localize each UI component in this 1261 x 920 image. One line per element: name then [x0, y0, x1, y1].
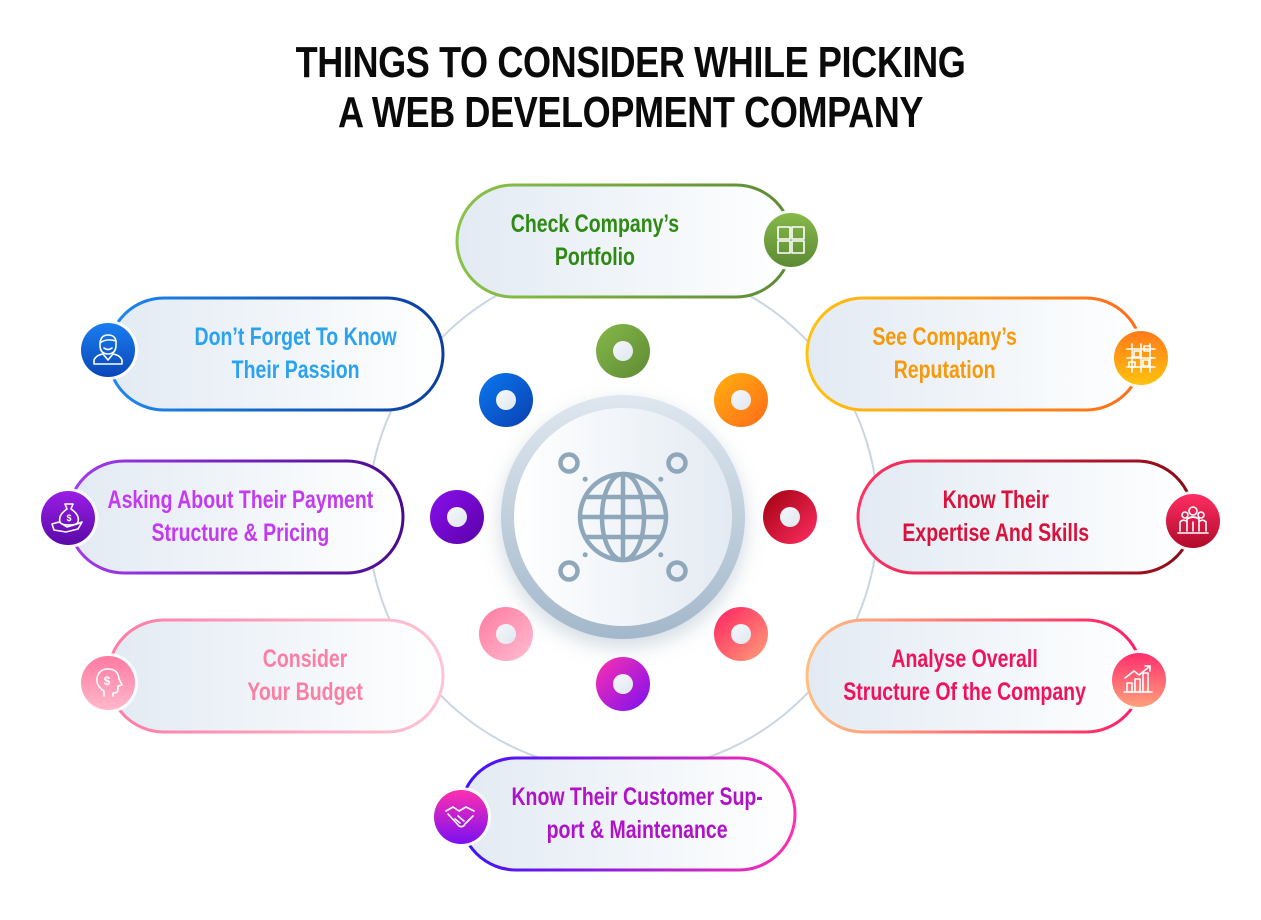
card-label-line2: Your Budget [247, 678, 364, 706]
card-label-line2: Portfolio [554, 243, 635, 271]
team-icon [1163, 491, 1223, 551]
card-label-line1: Consider [263, 645, 348, 673]
page-title: THINGS TO CONSIDER WHILE PICKING A WEB D… [113, 38, 1147, 138]
card-label-support: Know Their Customer Sup-port & Maintenan… [512, 781, 763, 847]
card-label-line2: port & Maintenance [547, 816, 728, 844]
globe-network-icon [558, 452, 688, 582]
money-bag-hand-icon: $ [38, 488, 98, 548]
card-label-line1: Check Company’s [510, 210, 679, 238]
connector-dot-reputation [714, 373, 768, 427]
card-label-line2: Reputation [893, 356, 996, 384]
title-line-1: THINGS TO CONSIDER WHILE PICKING [295, 38, 966, 87]
svg-text:$: $ [104, 674, 111, 688]
hub-globe [501, 395, 745, 639]
handshake-icon [431, 787, 491, 847]
card-label-line1: Know Their [942, 486, 1049, 514]
connector-dot-support [596, 657, 650, 711]
card-label-line1: Asking About Their Payment [107, 486, 374, 514]
connector-dot-structure [714, 607, 768, 661]
grid-icon [761, 210, 821, 270]
growth-chart-icon [1109, 650, 1169, 710]
card-label-line1: Know Their Customer Sup- [511, 783, 764, 811]
card-label-line1: Don’t Forget To Know [194, 323, 397, 351]
connector-dot-payment [430, 490, 484, 544]
card-label-line2: Their Passion [231, 356, 360, 384]
card-label-line1: See Company’s [872, 323, 1017, 351]
card-label-line2: Structure Of the Company [843, 678, 1086, 706]
hands-network-icon [1111, 328, 1171, 388]
connector-dot-passion [479, 373, 533, 427]
card-label-line1: Analyse Overall [891, 645, 1038, 673]
card-label-line2: Expertise And Skills [902, 519, 1089, 547]
title-line-2: A WEB DEVELOPMENT COMPANY [337, 88, 924, 137]
budget-head-icon: $ [78, 653, 138, 713]
connector-dot-expertise [763, 490, 817, 544]
card-support: Know Their Customer Sup-port & Maintenan… [460, 758, 795, 870]
connector-dot-portfolio [596, 324, 650, 378]
connector-dot-budget [479, 607, 533, 661]
svg-text:$: $ [66, 513, 71, 523]
card-label-line2: Structure & Pricing [151, 519, 330, 547]
professional-person-icon [78, 320, 138, 380]
